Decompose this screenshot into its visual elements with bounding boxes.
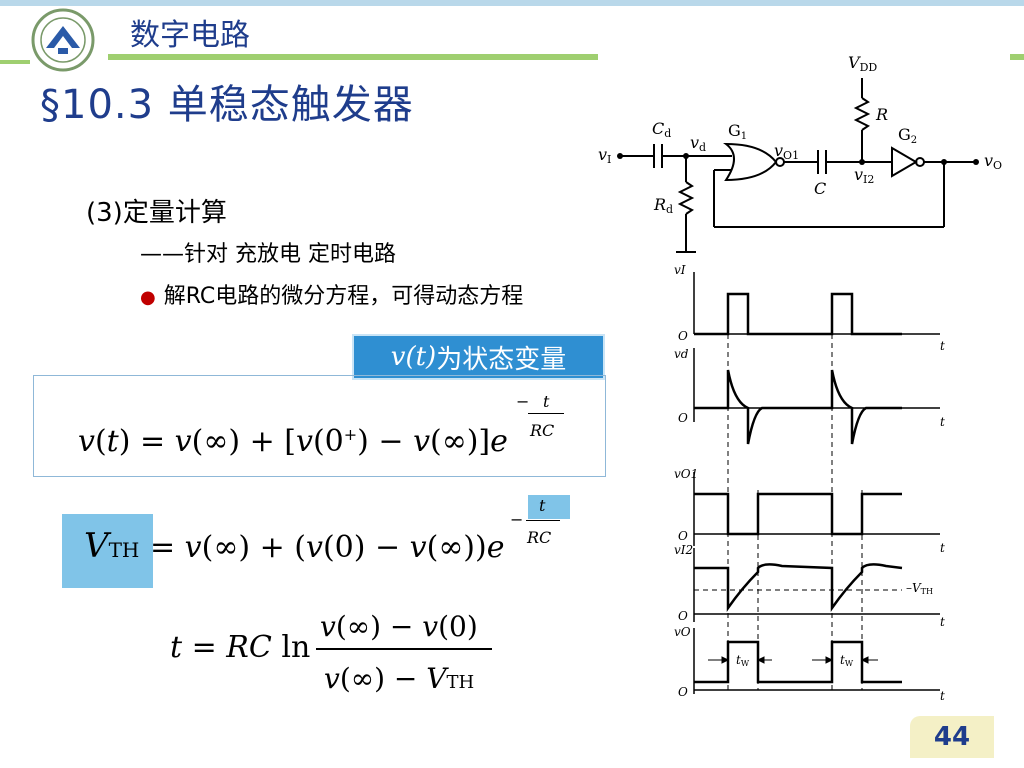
- g1-label: G1: [728, 121, 747, 142]
- equation-3-bar: [316, 648, 492, 650]
- monostable-circuit: VDD R G1 G2 Cd vd vI vO1 C vI2 vO Rd: [598, 53, 1002, 253]
- rd-label: Rd: [653, 195, 673, 216]
- equation-2-exp-sign: −: [510, 510, 524, 529]
- vdd-label: VDD: [848, 53, 877, 74]
- wave-label-vd: vd: [674, 347, 689, 361]
- time-5: t: [940, 689, 945, 702]
- bullet-text: 解RC电路的微分方程，可得动态方程: [163, 284, 524, 309]
- origin-5: O: [678, 685, 688, 699]
- section-subtitle: (3)定量计算: [86, 198, 227, 228]
- header-rule: [108, 54, 598, 60]
- origin-3: O: [678, 529, 688, 543]
- equation-2-rhs: = v(∞) + (v(0) − v(∞))e: [150, 530, 505, 565]
- equation-3-num: v(∞) − v(0): [320, 610, 478, 643]
- university-logo: [31, 8, 95, 72]
- equation-3-lhs: t = RC ln: [170, 630, 311, 665]
- origin-4: O: [678, 609, 688, 623]
- vo-label: vO: [984, 151, 1002, 172]
- cd-label: Cd: [652, 119, 671, 140]
- equation-1-exp-den: RC: [530, 421, 555, 440]
- origin-1: O: [678, 329, 688, 343]
- time-4: t: [940, 615, 945, 629]
- tag-text: 为状态变量: [436, 344, 567, 375]
- wave-label-vi: vI: [674, 263, 686, 277]
- vi2-label: vI2: [854, 165, 874, 186]
- tw-label-2: tW: [840, 653, 854, 668]
- equation-2: VTH: [84, 526, 140, 566]
- g2-label: G2: [898, 125, 917, 146]
- wave-label-vo1: vO1: [674, 467, 698, 481]
- header-rule-left: [0, 60, 30, 64]
- r-label: R: [875, 105, 888, 124]
- header-rule-right: [1010, 54, 1024, 60]
- time-3: t: [940, 541, 945, 555]
- equation-3-den: v(∞) − VTH: [324, 662, 475, 695]
- page-number: 44: [910, 716, 994, 758]
- equation-2-exp-den: RC: [527, 528, 552, 547]
- bullet-item: ● 解RC电路的微分方程，可得动态方程: [140, 280, 580, 315]
- top-bar: [0, 0, 1024, 6]
- timing-waveforms: vI vd vO1 vI2 vO O O O O O t t t t t –VT…: [674, 263, 945, 702]
- slide-title: §10.3 单稳态触发器: [40, 82, 414, 128]
- equation-1-exp-num: t: [543, 392, 550, 411]
- equation-box: [33, 375, 606, 477]
- equation-1-exponent: −: [516, 392, 530, 411]
- tag-variable: v(t): [390, 342, 437, 372]
- vd-label: vd: [690, 133, 706, 154]
- vth-highlight: [62, 514, 153, 588]
- wave-label-vi2: vI2: [674, 543, 693, 557]
- time-1: t: [940, 339, 945, 353]
- equation-1-exp-bar: [528, 413, 564, 414]
- tw-label-1: tW: [736, 653, 750, 668]
- vo1-label: vO1: [774, 141, 799, 162]
- t-highlight: [528, 495, 570, 519]
- origin-2: O: [678, 411, 688, 425]
- time-2: t: [940, 415, 945, 429]
- bullet-dot-icon: ●: [140, 287, 156, 308]
- vth-marker: –VTH: [906, 581, 933, 596]
- wave-label-vo: vO: [674, 625, 691, 639]
- c-label: C: [814, 179, 826, 198]
- state-variable-tag: v(t)为状态变量: [352, 334, 605, 380]
- course-title: 数字电路: [130, 18, 250, 53]
- equation-2-exp-num: t: [539, 496, 546, 515]
- equation-2-exp-bar: [526, 520, 560, 521]
- dash-line: ——针对 充放电 定时电路: [140, 242, 396, 267]
- vi-label: vI: [598, 145, 611, 166]
- equation-1: v(t) = v(∞) + [v(0+) − v(∞)]e: [78, 424, 508, 459]
